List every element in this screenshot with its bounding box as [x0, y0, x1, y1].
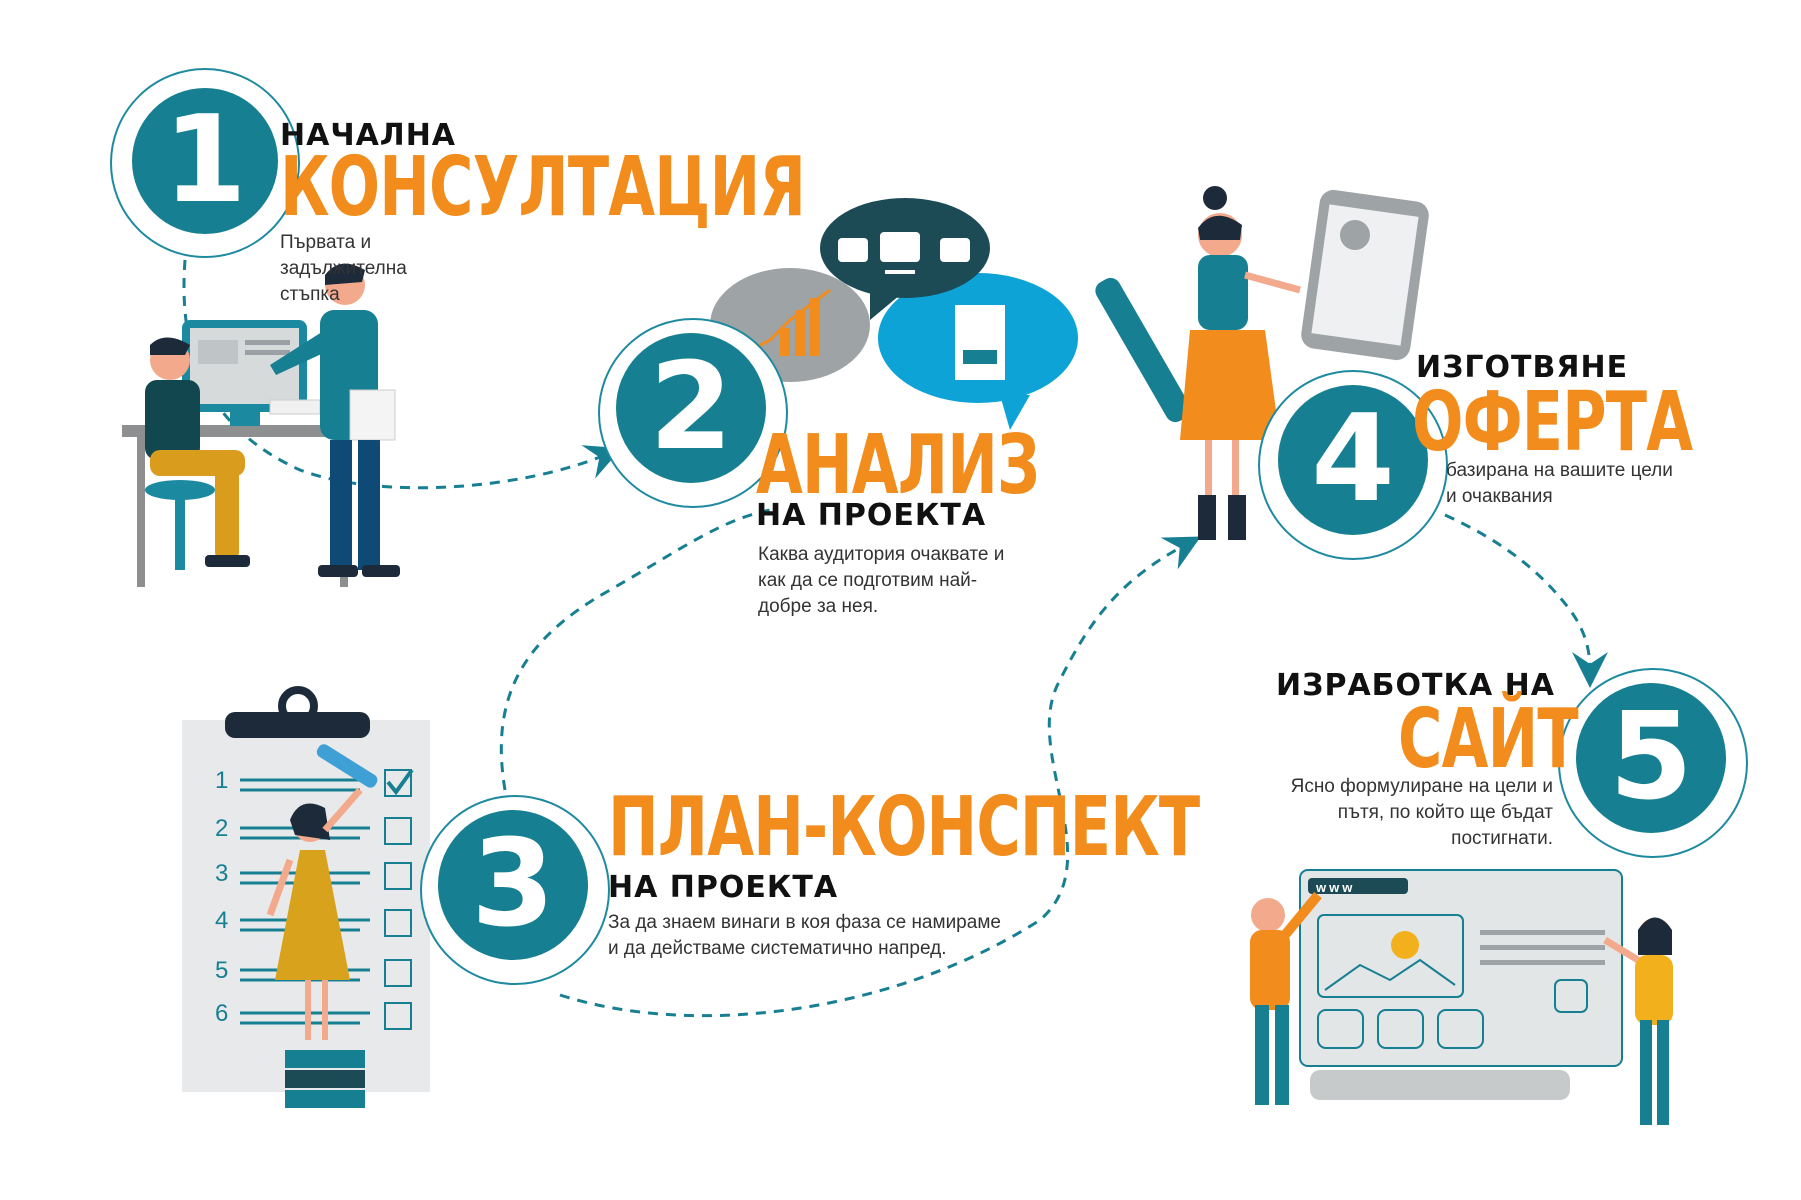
checklist-number: 4 — [215, 907, 229, 934]
checklist-number: 3 — [215, 860, 229, 887]
step-1-number: 1 — [132, 88, 278, 234]
consultation-illustration — [122, 263, 400, 587]
step-2-number: 2 — [616, 333, 766, 483]
analysis-illustration — [710, 198, 1078, 430]
offer-illustration — [1095, 186, 1429, 540]
step-4-desc: базирана на вашите цели и очаквания — [1446, 460, 1673, 507]
step-1-desc: Първата и задължителна стъпка — [280, 232, 407, 305]
step-3-title: ПЛАН-КОНСПЕКТ — [608, 780, 1200, 875]
plan-illustration — [182, 686, 430, 1108]
step-5-number: 5 — [1576, 683, 1726, 833]
step-4-kicker: ИЗГОТВЯНЕ — [1416, 350, 1629, 385]
step-4-title: ОФЕРТА — [1412, 375, 1693, 470]
connector-3-4 — [559, 536, 1201, 1018]
step-1-title: КОНСУЛТАЦИЯ — [280, 140, 806, 235]
step-4-number: 4 — [1278, 385, 1428, 535]
step-3-number: 3 — [438, 810, 588, 960]
checklist-number: 6 — [215, 1000, 229, 1027]
checklist-number: 1 — [215, 767, 229, 794]
step-2-kicker: НА ПРОЕКТА — [756, 498, 987, 533]
connector-2-3 — [499, 508, 771, 791]
step-3-kicker: НА ПРОЕКТА — [608, 870, 839, 905]
step-5-desc: Ясно формулиране на цели и пътя, по койт… — [1290, 776, 1553, 849]
step-2-desc: Каква аудитория очаквате и как да се под… — [758, 544, 1005, 617]
step-2-title: АНАЛИЗ — [756, 418, 1040, 513]
step-1-kicker: НАЧАЛНА — [280, 118, 457, 153]
website-illustration — [1250, 869, 1673, 1125]
checklist-number: 2 — [215, 815, 229, 842]
step-3-desc: За да знаем винаги в коя фаза се намирам… — [608, 912, 1001, 959]
step-5-title: САЙТ — [1398, 692, 1579, 787]
checklist-number: 5 — [215, 957, 229, 984]
connector-4-5 — [1444, 513, 1608, 688]
browser-address: www — [1316, 880, 1356, 895]
step-5-kicker: ИЗРАБОТКА НА — [1276, 668, 1555, 703]
